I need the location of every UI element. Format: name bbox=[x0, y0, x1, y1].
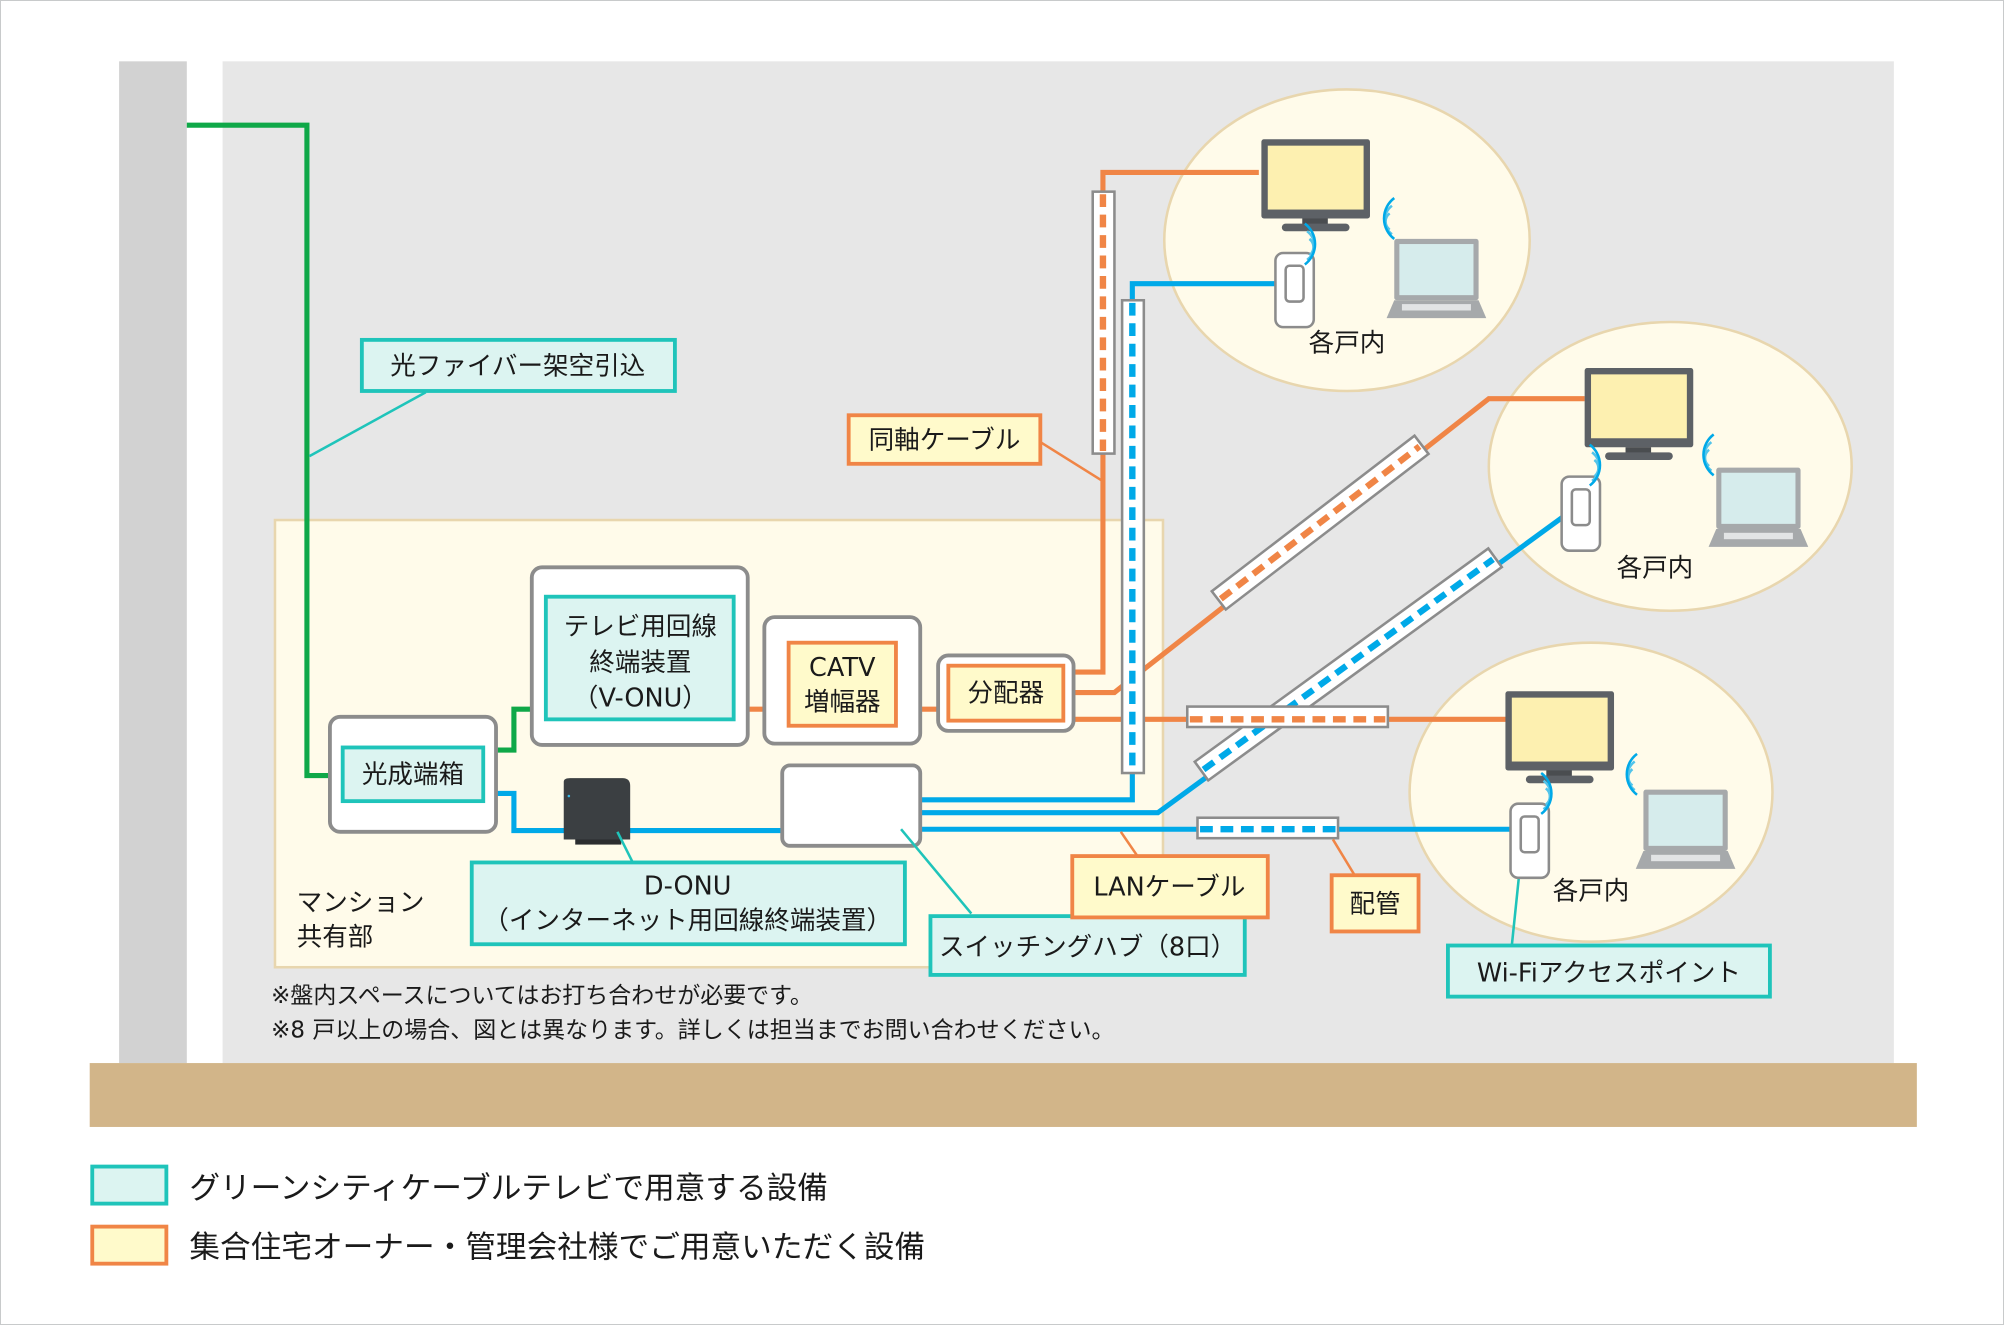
conduit-label-box: 配管 bbox=[1329, 873, 1421, 934]
legend-item-provider: グリーンシティケーブルテレビで用意する設備 bbox=[90, 1164, 828, 1207]
legend-label-provider: グリーンシティケーブルテレビで用意する設備 bbox=[189, 1172, 828, 1207]
ground bbox=[89, 1063, 1917, 1127]
v-onu-device: テレビ用回線 終端装置 （V-ONU） bbox=[529, 565, 750, 747]
callout-coax bbox=[1039, 441, 1103, 482]
unit-label-3: 各戸内 bbox=[1553, 877, 1630, 907]
conduit-vertical-lan bbox=[1120, 298, 1146, 775]
unit-label-2: 各戸内 bbox=[1617, 553, 1694, 583]
legend-swatch-owner bbox=[90, 1224, 169, 1266]
conduit-horizontal-lan bbox=[1196, 816, 1340, 840]
unit-devices-2 bbox=[1560, 367, 1809, 552]
conduit-horizontal-coax bbox=[1185, 705, 1390, 729]
coax-cable-label: 同軸ケーブル bbox=[869, 425, 1021, 455]
laptop-icon bbox=[1635, 789, 1736, 869]
wifi-ap-label: Wi-Fiアクセスポイント bbox=[1477, 958, 1741, 988]
wifi-signal-icon bbox=[1304, 222, 1317, 266]
callout-fiber bbox=[308, 391, 427, 458]
tv-icon bbox=[1584, 367, 1694, 460]
building-wall bbox=[119, 61, 187, 1064]
callout-d-onu bbox=[616, 831, 634, 864]
conduit-label: 配管 bbox=[1350, 889, 1401, 919]
legend-swatch-provider bbox=[90, 1164, 169, 1206]
fiber-drop-label-box: 光ファイバー架空引込 bbox=[359, 337, 677, 393]
switching-hub-label: スイッチングハブ（8口） bbox=[939, 933, 1236, 963]
conduit-vertical-coax bbox=[1091, 190, 1116, 455]
wifi-signal-icon bbox=[1588, 443, 1602, 487]
v-onu-label-2: 終端装置 bbox=[589, 648, 691, 678]
tv-icon bbox=[1505, 691, 1615, 784]
common-area-label-2: 共有部 bbox=[297, 923, 374, 953]
d-onu-label-1: D-ONU bbox=[644, 871, 732, 901]
coax-cable-label-box: 同軸ケーブル bbox=[846, 413, 1043, 466]
lan-cable-label-box: LANケーブル bbox=[1070, 854, 1270, 920]
wifi-signal-icon bbox=[1540, 772, 1553, 815]
wifi-ap-label-box: Wi-Fiアクセスポイント bbox=[1446, 943, 1772, 999]
wifi-access-point-icon bbox=[1560, 475, 1602, 552]
optical-termination-box: 光成端箱 bbox=[328, 714, 498, 834]
v-onu-label-1: テレビ用回線 bbox=[564, 612, 717, 642]
splitter: 分配器 bbox=[936, 653, 1076, 733]
common-area-label-1: マンション bbox=[297, 888, 425, 918]
lan-optical-to-hub bbox=[496, 790, 783, 834]
switching-hub-label-box: スイッチングハブ（8口） bbox=[928, 914, 1247, 977]
catv-amp-label-1: CATV bbox=[809, 653, 876, 683]
switching-hub-device bbox=[780, 763, 923, 848]
tv-icon bbox=[1261, 139, 1370, 232]
laptop-icon bbox=[1708, 467, 1809, 547]
wifi-signal-icon bbox=[1382, 197, 1396, 240]
callout-hub bbox=[900, 828, 973, 915]
d-onu-label-box: D-ONU （インターネット用回線終端装置） bbox=[469, 860, 907, 947]
wifi-access-point-icon bbox=[1274, 251, 1316, 329]
catv-amplifier: CATV 増幅器 bbox=[762, 615, 923, 746]
catv-amp-label-2: 増幅器 bbox=[804, 687, 881, 717]
unit-label-1: 各戸内 bbox=[1309, 328, 1386, 358]
note-2: ※8 戸以上の場合、図とは異なります。詳しくは担当までお問い合わせください。 bbox=[271, 1018, 1114, 1044]
note-1: ※盤内スペースについてはお打ち合わせが必要です。 bbox=[271, 983, 813, 1009]
lan-cable-label: LANケーブル bbox=[1093, 873, 1245, 903]
legend-label-owner: 集合住宅オーナー・管理会社様でご用意いただく設備 bbox=[189, 1230, 925, 1265]
fiber-to-vonu-line bbox=[496, 706, 535, 753]
laptop-icon bbox=[1386, 238, 1487, 319]
unit-devices-1 bbox=[1261, 139, 1487, 329]
callout-conduit bbox=[1331, 838, 1356, 876]
splitter-label: 分配器 bbox=[968, 678, 1045, 708]
conduit-diagonal-coax bbox=[1209, 433, 1431, 612]
v-onu-label-3: （V-ONU） bbox=[573, 684, 708, 714]
optical-box-label: 光成端箱 bbox=[362, 760, 464, 790]
d-onu-router-icon bbox=[563, 778, 631, 845]
unit-devices-3 bbox=[1505, 691, 1736, 880]
d-onu-label-2: （インターネット用回線終端装置） bbox=[483, 906, 892, 936]
callout-lan bbox=[1119, 831, 1139, 857]
wifi-signal-icon bbox=[1702, 433, 1715, 477]
fiber-drop-label: 光ファイバー架空引込 bbox=[390, 351, 645, 381]
fiber-drop-line bbox=[186, 122, 336, 779]
wifi-access-point-icon bbox=[1509, 802, 1551, 880]
wifi-signal-icon bbox=[1625, 752, 1638, 796]
legend-item-owner: 集合住宅オーナー・管理会社様でご用意いただく設備 bbox=[90, 1224, 925, 1266]
